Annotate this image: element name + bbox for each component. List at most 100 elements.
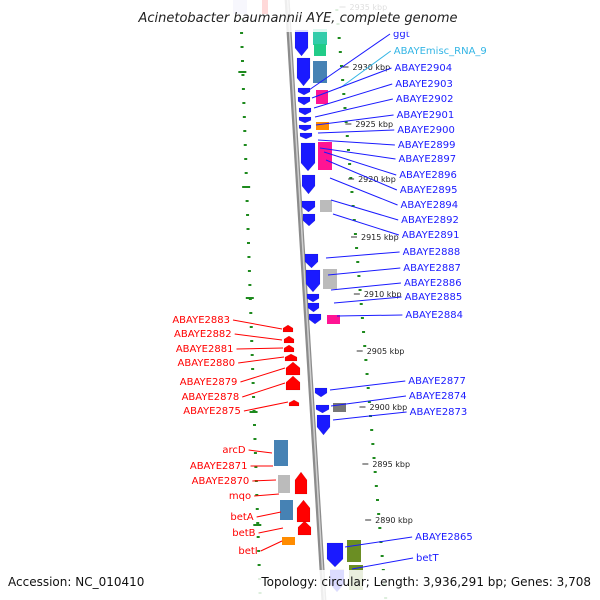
gene-label-abaye2900: ABAYE2900 [397, 125, 455, 136]
gene-label-abaye2897: ABAYE2897 [399, 154, 457, 165]
gene-leader-line-abaye2882 [234, 333, 283, 341]
gene-label-abaye2874: ABAYE2874 [409, 391, 467, 402]
feature-box [323, 269, 337, 289]
inner-ring-tick [377, 513, 381, 515]
outer-ring-major-tick [242, 186, 251, 188]
forward-gene-arrow [296, 57, 311, 87]
scale-tick-label: 2905 kbp [367, 347, 405, 356]
reverse-gene-arrow [282, 324, 294, 333]
gene-label-abaye2884: ABAYE2884 [405, 310, 463, 321]
gene-leader-line-abaye2891 [332, 213, 399, 236]
forward-gene-arrow [305, 269, 321, 293]
outer-ring-tick [243, 130, 247, 132]
gene-leader-line-arcd [248, 449, 273, 454]
gene-label-abaye2875: ABAYE2875 [183, 406, 241, 417]
outer-ring-major-tick [249, 411, 258, 413]
gene-label-abaye2899: ABAYE2899 [398, 140, 456, 151]
gene-leader-line-abaye2885 [333, 296, 402, 304]
gene-leader-line-abaye2886 [330, 282, 402, 291]
accession-text: Accession: NC_010410 [8, 575, 144, 589]
gene-label-arcd: arcD [222, 445, 246, 456]
gene-label-abaye2885: ABAYE2885 [405, 292, 463, 303]
gene-label-abaye2888: ABAYE2888 [403, 247, 461, 258]
gene-label-abaye2877: ABAYE2877 [408, 376, 466, 387]
inner-ring-tick [342, 93, 346, 95]
outer-ring-tick [255, 508, 259, 510]
reverse-gene-arrow [283, 335, 295, 344]
forward-gene-arrow [307, 302, 320, 313]
gene-leader-line-abaye2899 [317, 139, 395, 146]
inner-ring-tick [363, 345, 367, 347]
inner-ring-tick [370, 429, 374, 431]
feature-box [316, 122, 329, 130]
feature-box [333, 403, 346, 412]
inner-ring-tick [350, 191, 354, 193]
scale-tick-label: 2890 kbp [375, 516, 413, 525]
forward-gene-arrow [306, 293, 320, 303]
outer-ring-tick [250, 340, 254, 342]
feature-box [280, 500, 293, 520]
inner-ring-tick [344, 121, 348, 123]
feature-box [274, 440, 288, 466]
gene-label-abaye2870: ABAYE2870 [192, 476, 250, 487]
gene-leader-line-abaye2901 [315, 114, 394, 126]
gene-leader-line-abaye2880 [238, 356, 285, 364]
scale-tick-label: 2930 kbp [353, 63, 391, 72]
forward-gene-arrow [308, 313, 322, 325]
outer-ring-tick [241, 74, 245, 76]
forward-gene-arrow [304, 253, 319, 269]
gene-label-mqo: mqo [229, 491, 251, 502]
gene-leader-line-beta [256, 511, 282, 518]
scale-tick-label: 2895 kbp [372, 460, 410, 469]
gene-label-beta: betA [230, 512, 253, 523]
inner-ring-tick [380, 555, 384, 557]
gene-label-abaye2865: ABAYE2865 [415, 532, 473, 543]
outer-ring-major-tick [245, 297, 254, 299]
forward-gene-arrow [300, 142, 316, 172]
outer-ring-tick [240, 46, 244, 48]
gene-label-abaye2879: ABAYE2879 [180, 377, 238, 388]
outer-ring-tick [256, 522, 260, 524]
gene-label-betb: betB [232, 528, 255, 539]
inner-ring-tick [358, 289, 362, 291]
scale-tick-label: 2910 kbp [364, 290, 402, 299]
outer-ring-tick [244, 158, 248, 160]
reverse-gene-arrow [296, 499, 311, 523]
gene-label-abaye2895: ABAYE2895 [400, 185, 458, 196]
gene-leader-line-abaye2870 [252, 479, 277, 482]
inner-ring-tick [351, 205, 355, 207]
scale-tick-label: 2900 kbp [370, 403, 408, 412]
feature-box [316, 90, 328, 104]
gene-label-abaye2896: ABAYE2896 [399, 170, 457, 181]
forward-gene-arrow [297, 96, 311, 106]
forward-gene-arrow [301, 200, 316, 213]
gene-leader-line-abaye2896 [323, 151, 397, 176]
inner-ring-tick [372, 457, 376, 459]
gene-leader-line-abaye2881 [236, 347, 284, 350]
reverse-gene-arrow [297, 520, 312, 536]
gene-leader-line-abaye2874 [330, 395, 406, 407]
inner-ring-tick [356, 261, 360, 263]
reverse-gene-arrow [284, 353, 298, 362]
inner-ring-tick [366, 387, 370, 389]
gene-label-abaye2904: ABAYE2904 [394, 63, 452, 74]
gene-leader-line-abaye2878 [242, 382, 286, 398]
forward-gene-arrow [297, 87, 311, 96]
outer-ring-tick [257, 564, 261, 566]
gene-leader-line-abaye2888 [325, 251, 400, 259]
inner-ring-tick [359, 303, 363, 305]
forward-gene-arrow [302, 213, 316, 227]
gene-label-abaye2886: ABAYE2886 [404, 278, 462, 289]
gene-leader-line-abaye2894 [329, 177, 398, 206]
feature-box [313, 29, 327, 45]
gene-label-abaye2894: ABAYE2894 [401, 200, 459, 211]
outer-ring-tick [241, 88, 245, 90]
reverse-gene-arrow [285, 375, 301, 391]
gene-leader-line-abaye2903 [313, 83, 393, 109]
gene-leader-line-abaye2873 [332, 411, 407, 421]
gene-label-abaye2887: ABAYE2887 [403, 263, 461, 274]
gene-label-abayemisc-rna-9: ABAYEmisc_RNA_9 [394, 46, 487, 57]
inner-ring-tick [348, 163, 352, 165]
